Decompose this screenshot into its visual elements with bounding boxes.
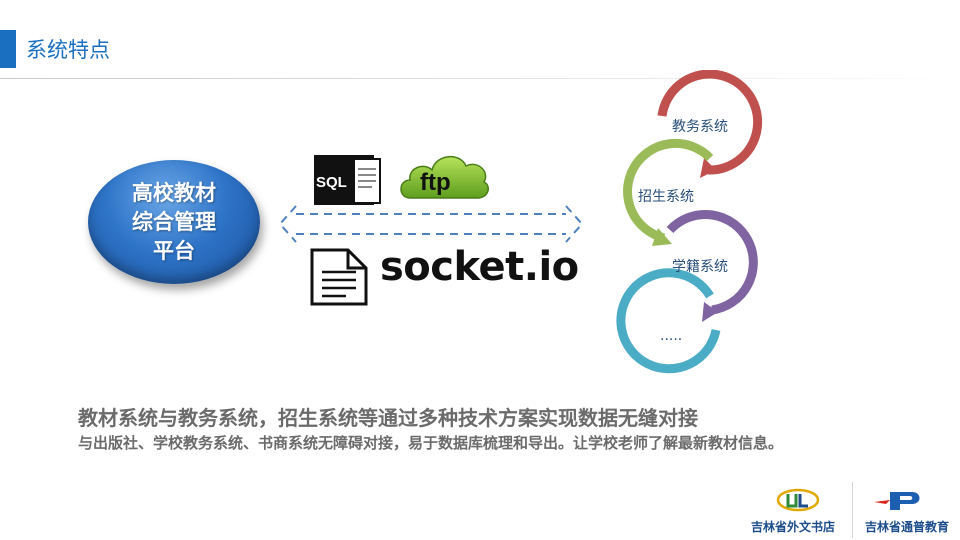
platform-ellipse: 高校教材 综合管理 平台 (88, 160, 260, 284)
circle-more (616, 268, 721, 374)
sql-database-icon: SQL (314, 155, 381, 205)
circle-jiaowu (657, 70, 763, 175)
arrow-jiaowu (700, 158, 716, 178)
system-label-jiaowu: 教务系统 (672, 119, 728, 135)
description-sub: 与出版社、学校教务系统、书商系统无障碍对接，易于数据库梳理和导出。让学校老师了解… (78, 434, 784, 452)
title-accent-bar (0, 30, 16, 68)
description-main: 教材系统与教务系统，招生系统等通过多种技术方案实现数据无缝对接 (78, 406, 698, 430)
platform-line-3: 平台 (153, 238, 195, 263)
title-divider (0, 78, 960, 79)
system-circle-chain (616, 70, 763, 374)
platform-line-2: 综合管理 (132, 209, 216, 234)
document-icon (310, 248, 368, 306)
waiwen-bookstore-logo (776, 488, 820, 512)
tongpu-education-logo (874, 492, 920, 510)
system-label-zhaosheng: 招生系统 (638, 189, 694, 205)
sql-label: SQL (316, 174, 347, 191)
platform-line-1: 高校教材 (132, 180, 216, 205)
logo1-text: 吉林省外文书店 (751, 520, 836, 534)
system-label-xueji: 学籍系统 (672, 259, 728, 275)
footer-divider (852, 482, 853, 538)
arrow-zhaosheng (652, 228, 672, 246)
socket-io-label: socket.io (380, 244, 579, 290)
page-title: 系统特点 (26, 38, 110, 62)
ftp-cloud-icon: ftp (400, 156, 489, 199)
system-label-more: ..... (660, 328, 683, 344)
ftp-label: ftp (420, 169, 451, 196)
data-exchange-arrow (278, 205, 584, 243)
logo2-text: 吉林省通普教育 (865, 520, 950, 534)
circle-zhaosheng (623, 138, 714, 243)
circle-xueji (666, 209, 758, 315)
arrow-xueji (702, 302, 718, 322)
